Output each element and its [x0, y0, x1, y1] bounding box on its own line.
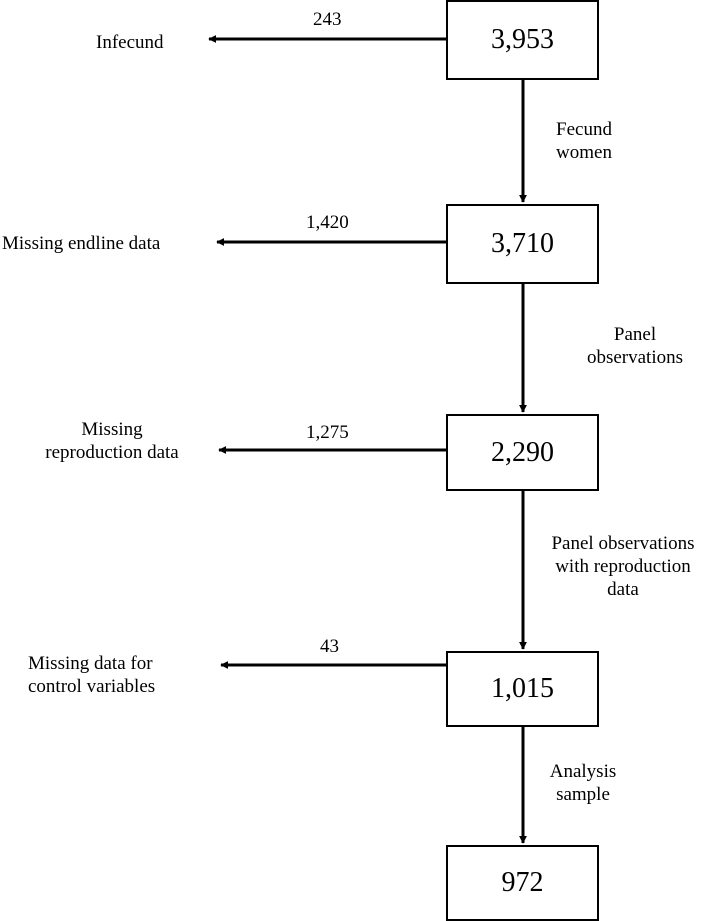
step-label-2-line1: Panel: [613, 324, 657, 345]
count-box-3-value: 2,290: [491, 436, 554, 468]
step-label-4-line2: sample: [556, 784, 610, 805]
step-label-2-line2: observations: [586, 347, 684, 368]
exclusion-label-4-line1: Missing data for: [28, 653, 153, 674]
exclusion-label-1: Infecund: [96, 31, 164, 54]
exclusion-label-2: Missing endline data: [2, 232, 160, 255]
count-box-3: 2,290: [446, 414, 599, 491]
count-box-2-value: 3,710: [491, 228, 554, 259]
exclusion-label-1-line1: Infecund: [96, 32, 164, 53]
count-box-4-value: 1,015: [491, 673, 554, 704]
step-label-3-line1: Panel observations: [551, 533, 695, 554]
step-label-4-line1: Analysis: [549, 761, 617, 782]
count-box-1-value: 3,953: [491, 24, 554, 55]
exclusion-count-1: 243: [313, 9, 342, 30]
count-box-5-value: 972: [501, 867, 544, 898]
step-label-2: Panel observations: [565, 323, 705, 369]
exclusion-label-4: Missing data for control variables: [28, 652, 155, 698]
exclusion-label-3: Missing reproduction data: [32, 418, 192, 464]
step-label-3: Panel observations with reproduction dat…: [538, 532, 708, 601]
step-label-4: Analysis sample: [538, 760, 628, 806]
count-box-5: 972: [446, 845, 599, 921]
exclusion-label-2-line1: Missing endline data: [2, 233, 161, 254]
step-label-1-line2: women: [556, 142, 612, 163]
exclusion-label-4-line2: control variables: [28, 676, 156, 697]
step-label-1: Fecund women: [544, 118, 624, 164]
count-box-4: 1,015: [446, 651, 599, 727]
count-box-2: 3,710: [446, 204, 599, 284]
count-box-1: 3,953: [446, 0, 599, 80]
exclusion-label-3-line1: Missing: [81, 419, 143, 440]
exclusion-count-4: 43: [320, 636, 339, 657]
exclusion-label-3-line2: reproduction data: [45, 442, 179, 463]
step-label-3-line2: with reproduction: [555, 556, 691, 577]
exclusion-count-3: 1,275: [306, 422, 349, 443]
step-label-1-line1: Fecund: [556, 119, 612, 140]
step-label-3-line3: data: [607, 579, 639, 600]
exclusion-count-2: 1,420: [306, 212, 349, 233]
